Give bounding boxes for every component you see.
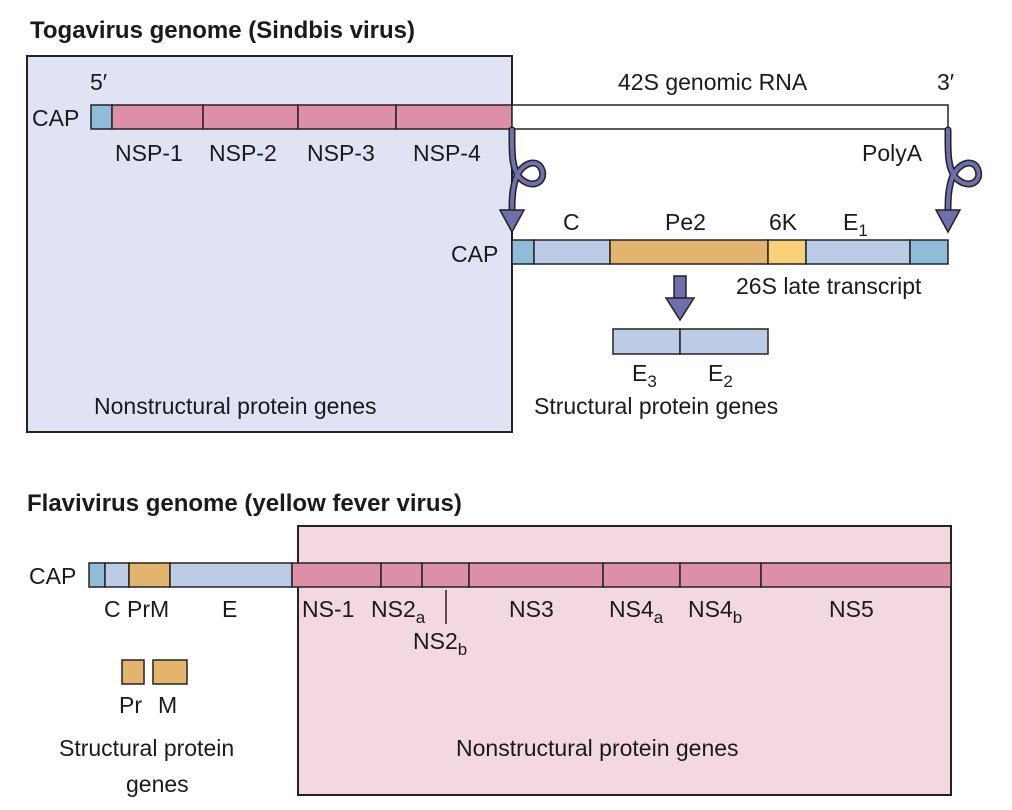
k6-label: 6K [769,209,798,235]
toga-genomic-rna-bar [90,104,949,130]
late-transcript-label: 26S late transcript [736,273,922,299]
nsp3-segment [297,104,397,130]
nsp1-label: NSP-1 [115,140,183,166]
ns4a-segment [602,562,681,588]
toga-structural-label: Structural protein genes [534,393,778,419]
nsp4-segment [395,104,513,130]
flavi-structural-label-line1: Structural protein [59,735,234,761]
nsp3-label: NSP-3 [307,140,375,166]
m-box [152,659,188,685]
toga-cap-segment [90,104,113,130]
ns3-label: NS3 [509,596,554,622]
ns2b-segment [421,562,470,588]
ns2a-segment [380,562,423,588]
toga-left-curly-arrow [498,126,547,234]
flavi-genome-bar [88,562,952,588]
flavi-e-label: E [222,596,237,622]
nsp2-segment [202,104,299,130]
c-label: C [563,209,580,235]
ns4b-label: NS4b [688,596,742,627]
ns5-segment [760,562,952,588]
e1-label: E1 [843,209,868,240]
pe2-segment [609,239,769,265]
flavi-nonstructural-label: Nonstructural protein genes [456,735,739,761]
ns3-segment [468,562,604,588]
togavirus-title: Togavirus genome (Sindbis virus) [30,17,415,44]
c-prm-label: C PrM [104,596,169,622]
toga-right-curly-arrow [934,126,983,234]
late-3prime-segment [909,239,949,265]
ns1-segment [291,562,382,588]
m-label: M [158,692,177,718]
flavi-structural-label-line2: genes [126,771,189,797]
toga-cap-label: CAP [32,105,79,131]
five-prime-label: 5′ [90,69,107,95]
nsp2-label: NSP-2 [209,140,277,166]
toga-cap2-label: CAP [451,241,498,267]
flavi-cap-label: CAP [29,563,76,589]
e2-label: E2 [708,360,733,391]
toga-nonstructural-label: Nonstructural protein genes [94,393,377,419]
flavi-cap-segment [88,562,106,588]
e3-label: E3 [632,360,657,391]
ns2a-label: NS2a [371,596,426,627]
genomic-rna-label: 42S genomic RNA [618,69,808,95]
nsp4-label: NSP-4 [413,140,481,166]
e1-segment [805,239,911,265]
k6-segment [767,239,807,265]
pe2-label: Pe2 [665,209,706,235]
ns2b-label: NS2b [413,628,467,659]
e2-segment [679,328,769,355]
pr-label: Pr [119,692,142,718]
three-prime-label: 3′ [937,69,954,95]
processing-arrow [664,275,696,322]
late-transcript-bar [511,239,949,265]
flavi-c-segment [104,562,130,588]
late-cap-segment [511,239,535,265]
polya-label: PolyA [862,140,923,166]
toga-3prime-region [511,104,949,130]
ns1-label: NS-1 [302,596,354,622]
prm-segment [128,562,171,588]
nsp1-segment [111,104,204,130]
ns5-label: NS5 [829,596,874,622]
pr-box [121,659,145,685]
flavi-e-segment [169,562,293,588]
ns4b-segment [679,562,762,588]
flavivirus-title: Flavivirus genome (yellow fever virus) [27,490,462,517]
c-segment [533,239,611,265]
ns4a-label: NS4a [609,596,664,627]
e3-segment [612,328,681,355]
